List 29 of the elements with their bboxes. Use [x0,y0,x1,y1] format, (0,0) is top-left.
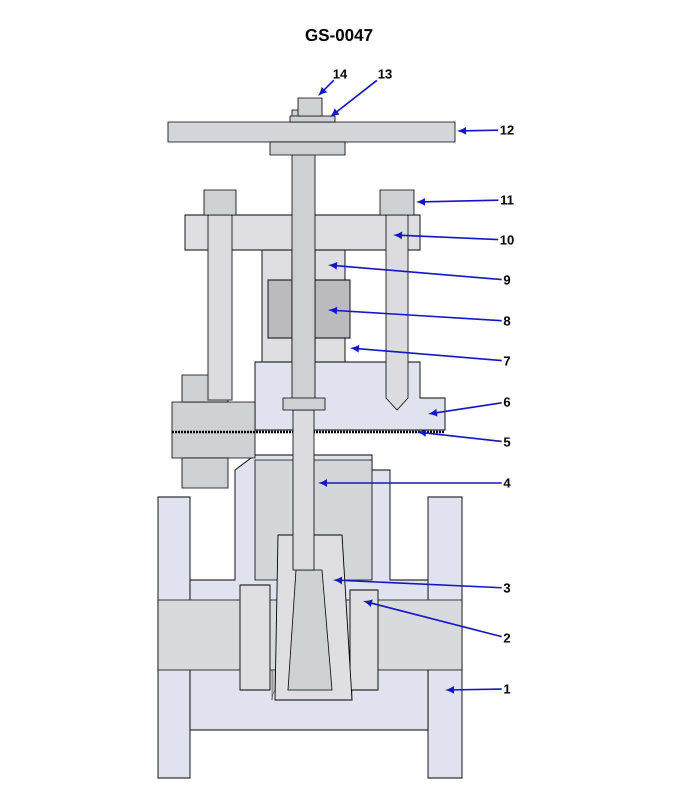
leader-line [459,128,498,134]
leader-line [335,577,502,589]
title: GS-0047 [306,28,372,42]
callout-number: 5 [504,437,510,447]
leader-line [331,80,378,116]
leader-line [319,80,334,95]
callout-number: 8 [504,316,510,326]
leader-line [330,262,502,280]
leader-line [352,345,502,362]
leader-line [430,402,502,416]
callout-number: 12 [500,125,514,135]
leader-line [447,686,502,694]
callout-number: 4 [504,478,511,488]
leader-line [395,232,498,240]
leader-line [330,307,502,322]
callout-number: 11 [500,196,514,204]
callout-number: 7 [504,356,510,366]
callout-number: 2 [504,633,510,643]
callout-number: 1 [504,684,510,694]
callout-number: 6 [504,397,510,407]
callout-number: 9 [504,275,510,285]
callout-number: 3 [504,583,510,593]
leader-line [364,600,502,638]
callout-number: 14 [334,70,348,78]
callout-number: 10 [500,235,514,245]
callout-number: 13 [378,69,392,79]
leader-line [320,480,502,486]
leader-line [418,198,498,206]
leader-line [419,430,502,442]
